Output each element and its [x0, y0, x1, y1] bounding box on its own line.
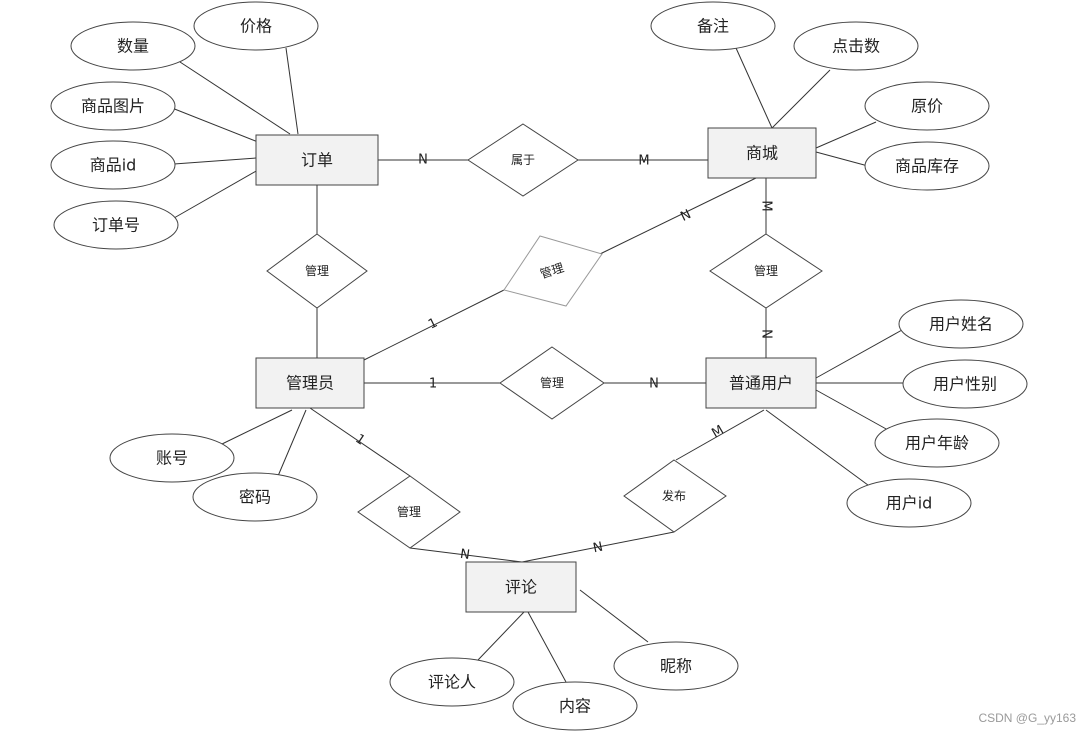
attr-order-price [193, 1, 319, 51]
attr-user-age-label: 用户年龄 [905, 434, 969, 453]
rel-publish-diamond [623, 459, 727, 533]
attr-user-id [846, 478, 972, 528]
attr-order-qty-label: 数量 [117, 37, 149, 56]
attr-user-id-label: 用户id [886, 494, 933, 513]
entity-mall: 商城 [746, 144, 778, 163]
edge-comment-author [477, 611, 525, 661]
card-mall-userrel: M [759, 200, 774, 211]
edge-comment-nick [579, 589, 649, 643]
attribute-shapes [50, 1, 1028, 731]
rel-admin-mall-label: 管理 [538, 260, 565, 282]
attr-comment-content-label: 内容 [559, 697, 591, 716]
edge-commentrel-comment [409, 547, 523, 563]
entity-user-box [705, 357, 817, 409]
rel-order-admin-diamond [266, 233, 368, 309]
attr-user-name-label: 用户姓名 [929, 315, 993, 334]
rel-admin-user-label: 管理 [540, 375, 564, 390]
card-order-belongs: N [418, 153, 428, 168]
rel-mall-user-diamond [709, 233, 823, 309]
rel-belongs-diamond [467, 123, 579, 197]
attr-order-qty [70, 21, 196, 71]
entity-admin: 管理员 [286, 374, 334, 393]
edge-order-image [171, 107, 259, 143]
attr-order-image [50, 81, 176, 131]
attr-order-no [53, 200, 179, 250]
attr-user-gender-label: 用户性别 [933, 375, 997, 394]
entity-user: 普通用户 [729, 374, 793, 393]
rel-publish-label: 发布 [662, 488, 686, 503]
edge-mall-adminrel [599, 177, 757, 255]
attr-admin-password [192, 472, 318, 522]
edge-order-no [173, 169, 259, 219]
card-commentrel-comment: N [459, 547, 471, 563]
rel-admin-comment-label: 管理 [397, 504, 421, 519]
attr-comment-author [389, 657, 515, 707]
attr-user-age [874, 418, 1000, 468]
entity-order-box [255, 134, 379, 186]
card-adminrel-admin: 1 [426, 315, 440, 332]
attr-comment-nick-label: 昵称 [660, 657, 692, 676]
relationship-shapes [266, 123, 823, 549]
attr-mall-price [864, 81, 990, 131]
attr-order-price-label: 价格 [240, 17, 272, 36]
attr-admin-account-label: 账号 [156, 449, 188, 468]
edge-user-name [815, 329, 903, 379]
attr-mall-note [650, 1, 776, 51]
attr-user-gender [902, 359, 1028, 409]
edge-admin-password [277, 409, 307, 477]
attr-comment-content [512, 681, 638, 731]
entity-shapes [255, 127, 817, 613]
attr-mall-price-label: 原价 [911, 97, 943, 116]
attr-comment-nick [613, 641, 739, 691]
attr-mall-clicks [793, 21, 919, 71]
entity-admin-box [255, 357, 365, 409]
edge-user-age [815, 389, 889, 431]
rel-admin-comment-diamond [357, 475, 461, 549]
rel-mall-user-label: 管理 [754, 263, 778, 278]
card-user-publish: M [709, 423, 726, 442]
attr-admin-account [109, 433, 235, 483]
edge-admin-account [221, 409, 293, 445]
connector-lines [171, 47, 904, 683]
attr-order-image-label: 商品图片 [81, 97, 145, 116]
edge-mall-note [735, 47, 773, 129]
edge-user-id [765, 409, 873, 489]
edge-order-qty [179, 61, 291, 135]
edge-admin-commentrel [309, 407, 411, 477]
attr-mall-stock [864, 141, 990, 191]
attr-order-goods-id-label: 商品id [90, 156, 137, 175]
attr-admin-password-label: 密码 [239, 488, 271, 507]
edge-mall-clicks [771, 69, 831, 129]
rel-admin-mall-diamond [503, 235, 603, 307]
rel-admin-user-diamond [499, 346, 605, 420]
entity-comment: 评论 [505, 578, 537, 597]
attr-comment-author-label: 评论人 [428, 673, 476, 692]
card-publish-comment: N [592, 540, 605, 557]
edge-mall-stock [815, 151, 869, 167]
watermark: CSDN @G_yy163 [978, 711, 1076, 725]
entity-mall-box [707, 127, 817, 179]
card-userrel-user: N [759, 329, 774, 339]
card-belongs-mall: M [638, 154, 649, 169]
edge-user-publish [675, 409, 765, 461]
edge-publish-comment [521, 531, 675, 563]
attr-user-name [898, 299, 1024, 349]
entity-order: 订单 [301, 151, 333, 170]
rel-belongs-label: 属于 [511, 153, 535, 167]
card-userrel2-user: N [649, 377, 659, 392]
rel-order-admin-label: 管理 [305, 263, 329, 278]
edge-adminrel-admin [363, 289, 505, 361]
attr-mall-stock-label: 商品库存 [895, 157, 959, 176]
edge-order-price [285, 47, 299, 135]
edge-comment-content [527, 611, 567, 683]
attr-mall-note-label: 备注 [697, 17, 729, 36]
edge-mall-price [815, 121, 877, 149]
edge-order-goods-id [173, 157, 257, 165]
attr-order-goods-id [50, 140, 176, 190]
entity-comment-box [465, 561, 577, 613]
card-admin-userrel: 1 [429, 377, 437, 392]
attr-order-no-label: 订单号 [92, 216, 140, 235]
attr-mall-clicks-label: 点击数 [832, 37, 880, 56]
